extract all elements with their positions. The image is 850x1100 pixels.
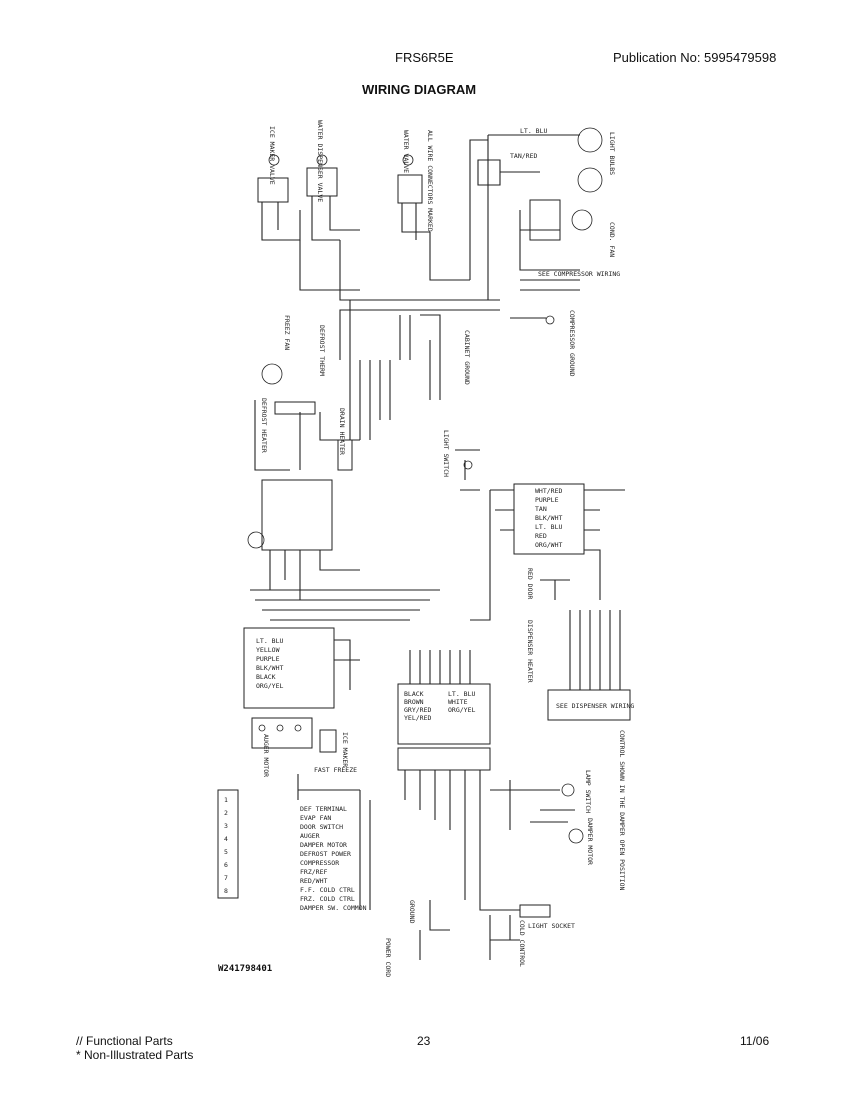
terminal-numbers: 1 2 3 4 5 6 7 8 — [224, 796, 228, 895]
footer-non-illustrated-parts: * Non-Illustrated Parts — [76, 1048, 194, 1062]
legend-item-4: AUGER — [300, 832, 320, 840]
wire-color-b-6: ORG/YEL — [256, 682, 283, 690]
damper-motor-label: DAMPER MOTOR — [586, 818, 594, 865]
wire-colors-b: LT. BLU YELLOW PURPLE BLK/WHT BLACK ORG/… — [256, 637, 283, 690]
fast-freeze-label: FAST FREEZE — [314, 766, 357, 774]
ice-maker-label: ICE MAKER — [341, 732, 349, 767]
legend-item-12: DAMPER SW. COMMON — [300, 904, 367, 912]
wire-color-a-6: RED — [535, 532, 547, 540]
connector-left — [247, 479, 360, 600]
wire-color-a-2: PURPLE — [535, 496, 559, 504]
legend-item-11: FRZ. COLD CTRL — [300, 895, 355, 903]
see-compressor-wiring-label: SEE COMPRESSOR WIRING — [538, 270, 620, 278]
water-valve-label: WATER VALVE — [402, 130, 410, 173]
compressor-ground-label: COMPRESSOR GROUND — [568, 310, 576, 377]
defrost-heater-label: DEFROST HEATER — [260, 398, 268, 453]
connector-center-lower — [397, 650, 520, 911]
page-title: WIRING DIAGRAM — [362, 82, 477, 97]
lamp-switch-label: LAMP SWITCH — [584, 770, 592, 813]
wire-color-c-5: LT. BLU — [448, 690, 475, 698]
cond-fan-label: COND. FAN — [608, 222, 616, 257]
red-door-label: RED DOOR — [526, 568, 534, 599]
water-dispenser-valve-label: WATER DISPENSER VALVE — [316, 120, 324, 202]
wire-color-c-4: YEL/RED — [404, 714, 431, 722]
wire-color-a-4: BLK/WHT — [535, 514, 562, 522]
terminal-7: 7 — [224, 874, 228, 882]
legend-item-8: FRZ/REF — [300, 868, 327, 876]
wire-color-b-5: BLACK — [256, 673, 276, 681]
terminal-3: 3 — [224, 822, 228, 830]
terminal-4: 4 — [224, 835, 228, 843]
page-number: 23 — [417, 1034, 431, 1048]
auger-motor-label: AUGER MOTOR — [262, 734, 270, 777]
drain-heater-label: DRAIN HEATER — [338, 408, 346, 455]
ice-maker-valve-label: ICE MAKER VALVE — [268, 126, 276, 185]
defrost-therm-label: DEFROST THERM — [318, 325, 326, 376]
lower-right-components — [419, 780, 584, 960]
terminal-1: 1 — [224, 796, 228, 804]
legend-item-9: RED/WHT — [300, 877, 327, 885]
wire-color-c-3: GRY/RED — [404, 706, 431, 714]
light-socket-label: LIGHT SOCKET — [528, 922, 575, 930]
wire-color-c-6: WHITE — [448, 698, 468, 706]
legend-item-5: DAMPER MOTOR — [300, 841, 347, 849]
terminal-6: 6 — [224, 861, 228, 869]
terminal-2: 2 — [224, 809, 228, 817]
connectors-note: ALL WIRE CONNECTORS MARKED — [426, 130, 434, 232]
wire-colors-a: WHT/RED PURPLE TAN BLK/WHT LT. BLU RED O… — [535, 487, 562, 549]
see-dispenser-wiring-label: SEE DISPENSER WIRING — [556, 702, 634, 710]
legend-item-3: DOOR SWITCH — [300, 823, 343, 831]
valve-group — [257, 139, 488, 301]
model-number: FRS6R5E — [395, 50, 454, 65]
wire-color-b-1: LT. BLU — [256, 637, 283, 645]
footer-functional-parts: // Functional Parts — [76, 1034, 173, 1048]
light-fan-group — [339, 127, 603, 360]
wire-color-c-1: BLACK — [404, 690, 424, 698]
terminal-5: 5 — [224, 848, 228, 856]
wire-color-a-7: ORG/WHT — [535, 541, 562, 549]
connector-lower-left — [243, 589, 440, 753]
light-bulbs-label: LIGHT BULBS — [608, 132, 616, 175]
terminal-8: 8 — [224, 887, 228, 895]
light-switch-label: LIGHT SWITCH — [442, 430, 450, 477]
legend-item-6: DEFROST POWER — [300, 850, 351, 858]
legend-item-1: DEF TERMINAL — [300, 805, 347, 813]
cabinet-ground-label: CABINET GROUND — [463, 330, 471, 385]
connector-right — [470, 483, 631, 721]
wire-color-a-3: TAN — [535, 505, 547, 513]
drawing-number: W241798401 — [218, 964, 273, 974]
legend-item-2: EVAP FAN — [300, 814, 331, 822]
wire-color-c-2: BROWN — [404, 698, 424, 706]
terminal-block — [217, 774, 371, 910]
wire-color-c-7: ORG/YEL — [448, 706, 475, 714]
wire-color-b-3: PURPLE — [256, 655, 280, 663]
middle-harness — [254, 314, 480, 491]
power-cord-label: POWER CORD — [384, 938, 392, 977]
legend-item-7: COMPRESSOR — [300, 859, 339, 867]
connector-legend: DEF TERMINAL EVAP FAN DOOR SWITCH AUGER … — [300, 805, 367, 912]
cold-control-label: COLD CONTROL — [518, 920, 526, 967]
tan-red-wire-label: TAN/RED — [510, 152, 537, 160]
wire-color-b-2: YELLOW — [256, 646, 280, 654]
wire-color-b-4: BLK/WHT — [256, 664, 283, 672]
dispenser-heater-label: DISPENSER HEATER — [526, 620, 534, 683]
wire-colors-c: BLACK BROWN GRY/RED YEL/RED LT. BLU WHIT… — [404, 690, 475, 722]
footer-date: 11/06 — [740, 1034, 770, 1048]
ground-label: GROUND — [408, 900, 416, 924]
wire-color-a-1: WHT/RED — [535, 487, 562, 495]
damper-note: CONTROL SHOWN IN THE DAMPER OPEN POSITIO… — [618, 730, 626, 891]
light-blue-wire-label: LT. BLU — [520, 127, 547, 135]
legend-item-10: F.F. COLD CTRL — [300, 886, 355, 894]
publication-number: Publication No: 5995479598 — [613, 50, 777, 65]
wire-color-a-5: LT. BLU — [535, 523, 562, 531]
freezer-fan-label: FREEZ FAN — [283, 315, 291, 350]
